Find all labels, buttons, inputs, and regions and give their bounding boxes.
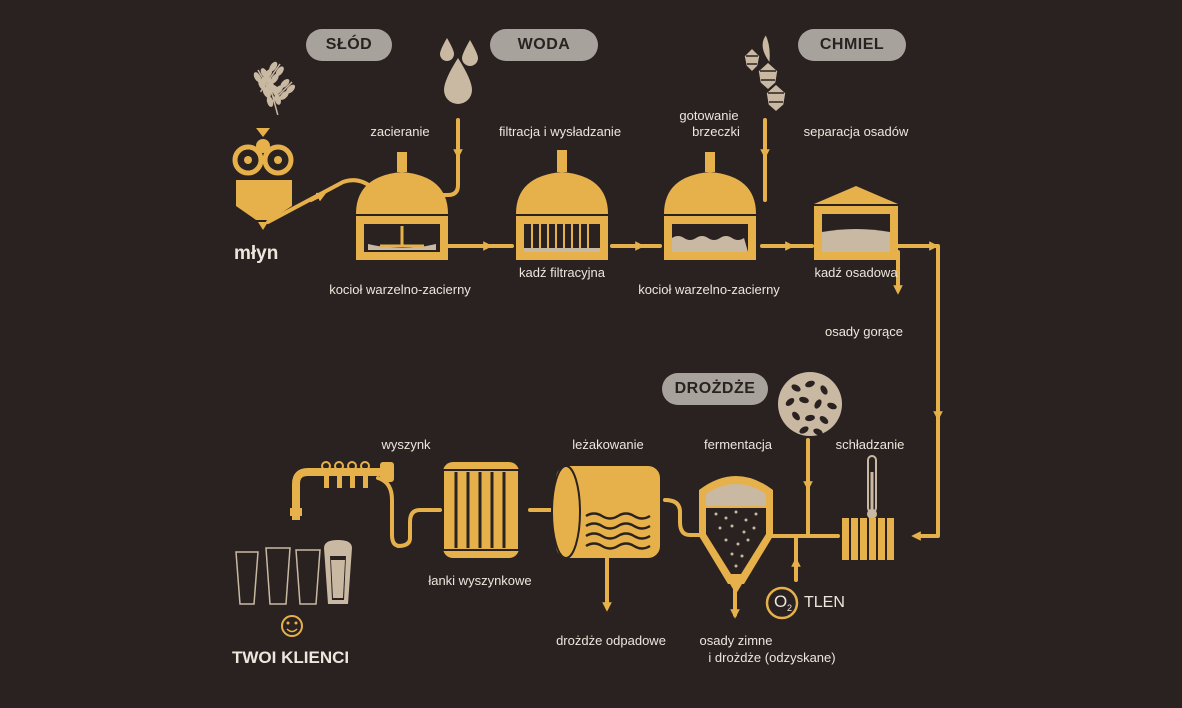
boil-kettle-label: kocioł warzelno-zacierny — [638, 282, 780, 297]
boil-kettle-icon — [664, 152, 756, 260]
pipe-fermenter-to-lager — [663, 498, 704, 537]
wort-boiling-label-2: brzeczki — [692, 124, 740, 139]
oxygen-symbol: O — [774, 592, 788, 611]
wort-boiling-label-1: gotowanie — [679, 108, 739, 123]
mash-kettle-icon — [356, 152, 448, 260]
pipe-whirlpool-out — [896, 244, 940, 538]
lagering-tank-icon — [551, 465, 660, 559]
lautering-label: filtracja i wysładzanie — [498, 124, 622, 139]
lauter-tun-label: kadź filtracyjna — [519, 265, 605, 280]
waste-yeast-label: drożdże odpadowe — [556, 633, 666, 648]
smiley-icon — [281, 615, 303, 637]
flow-arrows — [309, 140, 943, 619]
cold-trub-label-2: i drożdże (odzyskane) — [708, 650, 836, 665]
oxygen-subscript: 2 — [787, 603, 793, 613]
water-drops-icon — [440, 38, 478, 104]
oxygen-label: TLEN — [804, 594, 845, 611]
mill-label: młyn — [234, 243, 279, 264]
whirlpool-label: kadź osadowa — [814, 265, 898, 280]
dispensing-label: wyszynk — [381, 437, 431, 452]
maturation-label: leżakowanie — [572, 437, 644, 452]
pipe-water-in — [428, 118, 460, 197]
bright-tank-icon — [442, 462, 520, 558]
whirlpool-icon — [814, 186, 898, 260]
beer-tap-icon — [290, 461, 394, 520]
bright-tanks-label: łanki wyszynkowe — [428, 573, 532, 588]
hops-icon — [743, 32, 787, 113]
mashing-label: zacieranie — [370, 124, 430, 139]
mill-icon — [232, 128, 294, 230]
pipe-bright-to-tap — [376, 476, 442, 548]
thermometer-icon — [867, 455, 877, 519]
trub-separation-label: separacja osadów — [803, 124, 909, 139]
yeast-icon — [778, 372, 842, 436]
fermenter-icon — [699, 476, 773, 594]
water-pill: WODA — [490, 29, 598, 61]
full-beer-glass-icon — [324, 540, 352, 604]
customers-label: TWOI KLIENCI — [232, 648, 350, 667]
malt-pill: SŁÓD — [306, 29, 392, 61]
hot-trub-label: osady gorące — [824, 324, 904, 339]
hops-pill: CHMIEL — [798, 29, 906, 61]
fermentation-label: fermentacja — [704, 437, 772, 452]
cooling-label: schładzanie — [835, 437, 905, 452]
beer-glasses-icon — [235, 547, 321, 605]
cold-trub-label-1: osady zimne — [699, 633, 773, 648]
yeast-pill: DROŻDŻE — [662, 373, 768, 405]
lauter-tun-icon — [516, 150, 608, 260]
grain-icon — [253, 61, 296, 116]
mash-kettle-label: kocioł warzelno-zacierny — [329, 282, 471, 297]
heat-exchanger-icon — [842, 518, 894, 560]
oxygen-circle — [765, 586, 799, 620]
